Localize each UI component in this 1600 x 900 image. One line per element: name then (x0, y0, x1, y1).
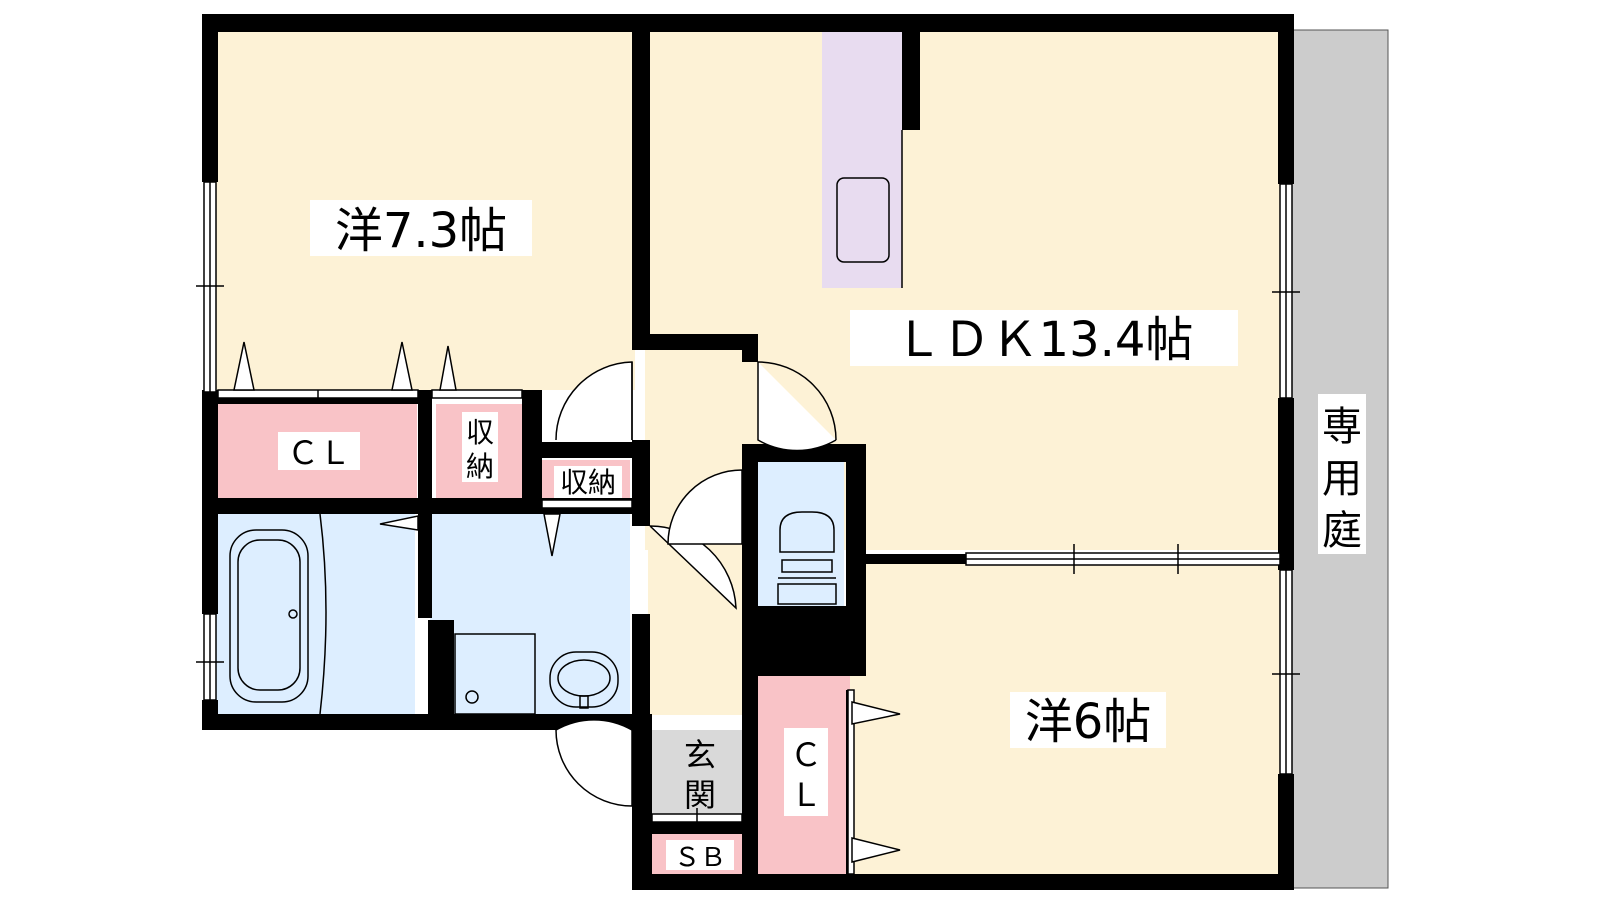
floor-fills (215, 29, 1389, 889)
label-storage-1-bottom: 納 (466, 450, 494, 483)
wall-top (202, 14, 1294, 32)
label-ldk: ＬＤＫ13.4帖 (895, 312, 1194, 368)
wall-toilet-top (742, 444, 866, 462)
wall-right-bottom (1278, 774, 1294, 890)
wall-toilet-bottom (742, 606, 866, 676)
door-washroom (649, 525, 737, 610)
label-garden-2: 用 (1322, 456, 1362, 502)
door-toilet (667, 469, 743, 545)
floor-washroom (430, 514, 630, 714)
wall-washroom-left-top (418, 514, 432, 618)
label-entrance-top: 玄 (684, 736, 716, 774)
toilet-tank (777, 583, 837, 605)
bathtub-drain (288, 609, 298, 619)
door-entrance (555, 719, 633, 807)
toilet-seat (781, 559, 833, 573)
wall-hall-right-upper (742, 334, 758, 362)
wall-room1-ldk (632, 14, 650, 350)
label-closet-2-top: Ｃ (790, 736, 822, 774)
wall-hall-left-b (632, 614, 650, 716)
label-entrance-bottom: 関 (684, 776, 716, 814)
wall-entrance-left (632, 714, 652, 876)
floor-kitchen (822, 32, 902, 288)
fixtures (229, 130, 903, 715)
wall-right-mid (1278, 398, 1294, 570)
label-storage-2: 収納 (560, 466, 616, 499)
door-room1 (555, 361, 633, 441)
closet2-door-rail (847, 689, 855, 875)
wall-ldk-room2-stub (866, 554, 966, 564)
storage2-door-rail (541, 499, 633, 509)
label-garden-3: 庭 (1322, 508, 1362, 554)
bath-wall-curve (319, 513, 327, 715)
windows (196, 181, 1300, 875)
wall-left-upper (202, 14, 218, 182)
label-closet-2-bottom: Ｌ (790, 776, 822, 814)
folding-door-markers (233, 341, 901, 863)
bathtub-inner (237, 539, 301, 691)
wall-bottom-left (202, 714, 646, 730)
label-western-room-1: 洋7.3帖 (335, 203, 507, 259)
wall-hall-top (632, 334, 758, 350)
label-garden-1: 専 (1322, 404, 1362, 450)
washing-machine-drain (465, 690, 479, 704)
wall-storage2-top (522, 442, 648, 458)
bathtub-outer (229, 529, 309, 703)
wash-basin-tap (579, 695, 589, 709)
door-ldk (757, 362, 837, 452)
floor-toilet (758, 462, 844, 607)
floor-entrance (652, 730, 742, 820)
wall-closet-divider (418, 390, 432, 502)
label-shoe-box: ＳＢ (674, 843, 726, 873)
label-closet-1: ＣＬ (287, 434, 351, 472)
labels: 洋7.3帖 ＬＤＫ13.4帖 洋6帖 ＣＬ 収 納 収納 Ｃ Ｌ 玄 関 ＳＢ … (278, 200, 1366, 873)
door-ldk-arc (757, 361, 837, 441)
wall-right-top (1278, 14, 1294, 184)
label-western-room-2: 洋6帖 (1025, 694, 1152, 750)
wash-basin (549, 651, 619, 708)
storage-door-rail (431, 389, 523, 399)
kitchen-sink (836, 177, 890, 263)
label-storage-1-top: 収 (466, 416, 494, 449)
wall-toilet-right (846, 444, 866, 608)
wall-washroom-left (428, 620, 454, 716)
wall-closets-bottom (202, 498, 648, 514)
wall-entrance-step (632, 820, 742, 834)
wall-kitchen (902, 30, 920, 130)
doors (555, 361, 837, 807)
toilet-bowl (779, 511, 835, 553)
wall-bottom-right (632, 874, 1294, 890)
wall-hall-left-a (632, 440, 650, 526)
floor-bath (215, 514, 415, 714)
